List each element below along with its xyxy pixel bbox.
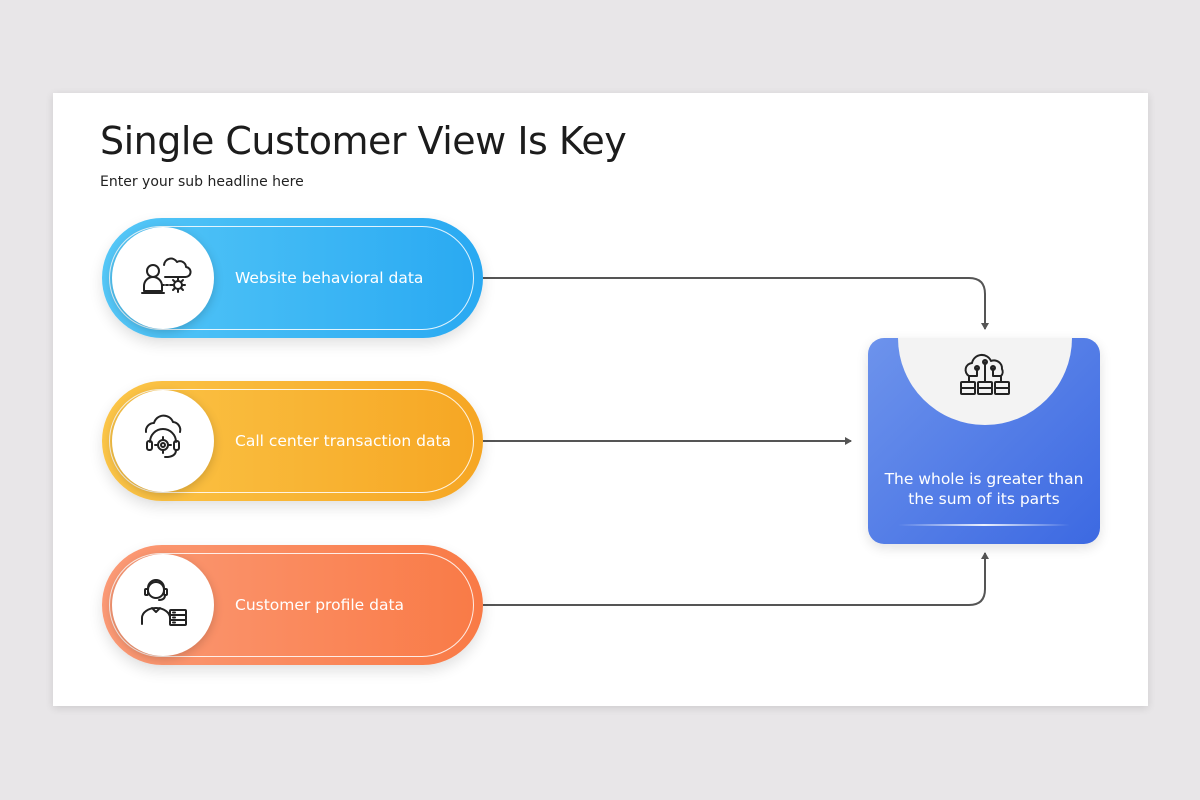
cloud-headset-icon [134, 410, 192, 473]
pill-border [109, 226, 474, 330]
source-label: Customer profile data [235, 596, 405, 614]
result-card: The whole is greater than the sum of its… [868, 338, 1100, 544]
icon-badge [112, 554, 214, 656]
slide: Single Customer View Is Key Enter your s… [53, 93, 1148, 706]
agent-server-icon [134, 574, 192, 637]
source-website-behavioral: Website behavioral data [102, 218, 483, 338]
connector-website [483, 277, 989, 330]
card-underline [898, 524, 1070, 526]
connector-profile [483, 552, 989, 606]
icon-badge [112, 227, 214, 329]
pill-border [109, 389, 474, 493]
source-label: Call center transaction data [235, 432, 452, 450]
result-text: The whole is greater than the sum of its… [868, 469, 1100, 509]
icon-badge [112, 390, 214, 492]
source-customer-profile: Customer profile data [102, 545, 483, 665]
source-label: Website behavioral data [235, 269, 424, 287]
result-text-line-2: the sum of its parts [908, 490, 1060, 508]
result-text-line-1: The whole is greater than [884, 470, 1084, 488]
cloud-user-gear-icon [134, 247, 192, 310]
page-subtitle: Enter your sub headline here [100, 174, 304, 190]
pill-border [109, 553, 474, 657]
page-title: Single Customer View Is Key [100, 119, 627, 163]
source-call-center: Call center transaction data [102, 381, 483, 501]
cloud-database-icon [955, 348, 1015, 408]
